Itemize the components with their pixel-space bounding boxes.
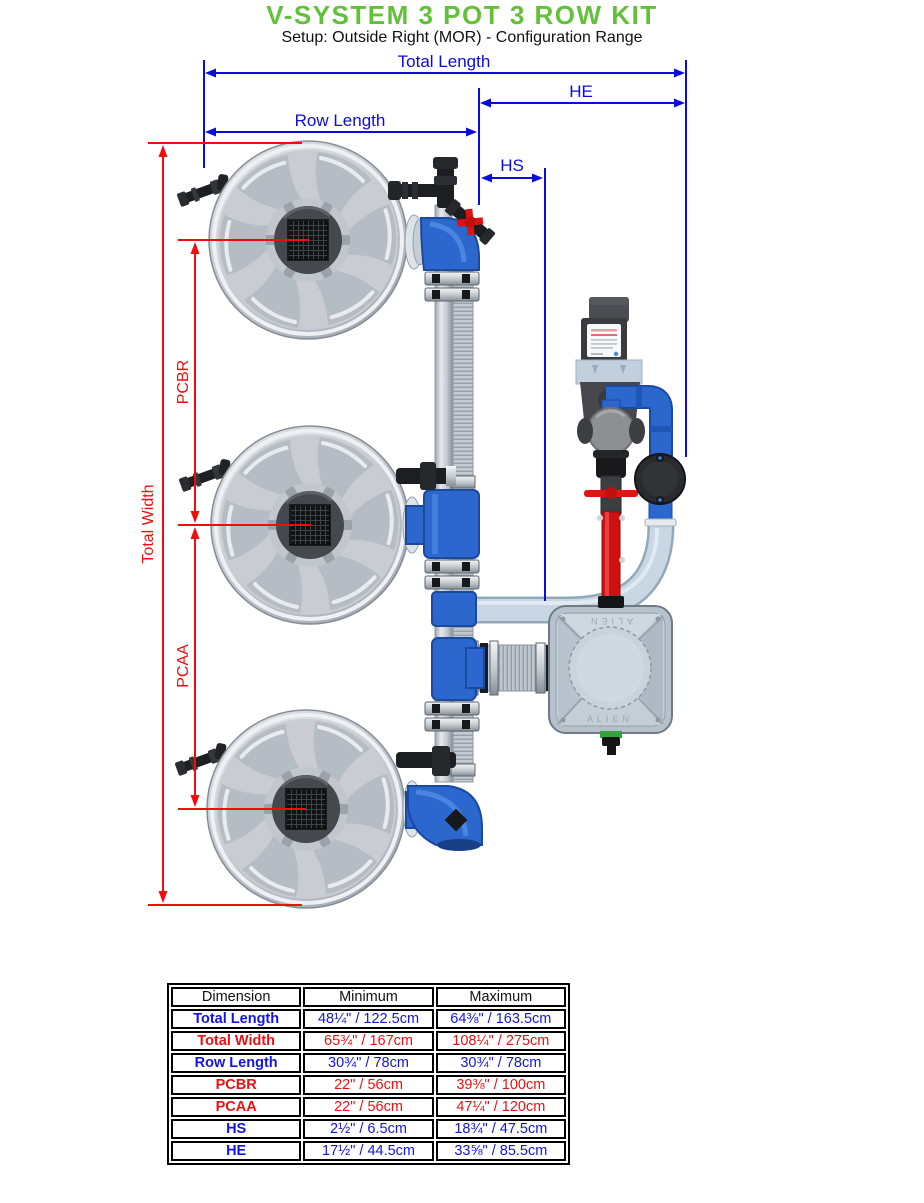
dimension-name-cell: PCAA: [171, 1097, 302, 1117]
max-value-cell: 18¾" / 47.5cm: [435, 1119, 566, 1139]
max-value-cell: 64⅜" / 163.5cm: [435, 1009, 566, 1029]
pump: [634, 453, 686, 527]
min-value-cell: 30¾" / 78cm: [303, 1053, 434, 1073]
hs-label: HS: [500, 156, 524, 175]
min-value-cell: 65¾" / 167cm: [303, 1031, 434, 1051]
dimension-name-cell: HE: [171, 1141, 302, 1161]
ball-valve: [587, 407, 635, 455]
dimension-name-cell: Total Width: [171, 1031, 302, 1051]
manifold-fittings: [402, 214, 485, 851]
row2-feed-fitting: [396, 462, 456, 490]
dimension-lines-red: Total Width PCBR PCAA: [140, 142, 311, 906]
page-title: V-SYSTEM 3 POT 3 ROW KIT: [266, 0, 658, 30]
page-subtitle: Setup: Outside Right (MOR) - Configurati…: [281, 29, 643, 46]
table-header-dimension: Dimension: [171, 987, 302, 1007]
min-value-cell: 2½" / 6.5cm: [303, 1119, 434, 1139]
dimension-name-cell: Row Length: [171, 1053, 302, 1073]
table-header-maximum: Maximum: [435, 987, 566, 1007]
min-value-cell: 48¼" / 122.5cm: [303, 1009, 434, 1029]
drain-pipe: [597, 511, 625, 608]
dimension-name-cell: PCBR: [171, 1075, 302, 1095]
tank-brand-bottom: ALIEN: [587, 714, 633, 724]
min-value-cell: 22" / 56cm: [303, 1097, 434, 1117]
pcaa-label: PCAA: [175, 644, 192, 688]
max-value-cell: 33⅝" / 85.5cm: [435, 1141, 566, 1161]
min-value-cell: 17½" / 44.5cm: [303, 1141, 434, 1161]
suction-hose: [466, 523, 675, 624]
tank-brand-top: ALIEN: [587, 616, 633, 626]
max-value-cell: 30¾" / 78cm: [435, 1053, 566, 1073]
max-value-cell: 47¼" / 120cm: [435, 1097, 566, 1117]
mini-valve: [444, 199, 496, 245]
min-value-cell: 22" / 56cm: [303, 1075, 434, 1095]
row-length-label: Row Length: [295, 111, 386, 130]
max-value-cell: 108¼" / 275cm: [435, 1031, 566, 1051]
drain-valve-assembly: [577, 399, 645, 608]
pump-loop-pipe: [606, 385, 673, 456]
tank-drain-fitting: [600, 731, 622, 755]
he-label: HE: [569, 82, 593, 101]
table-header-minimum: Minimum: [303, 987, 434, 1007]
dimension-name-cell: HS: [171, 1119, 302, 1139]
dimension-lines-blue: Total Length HE Row Length HS: [203, 52, 687, 601]
reservoir-tank: ALIEN ALIEN: [548, 605, 673, 755]
total-length-label: Total Length: [398, 52, 491, 71]
row3-feed-fitting: [396, 746, 456, 776]
dimension-name-cell: Total Length: [171, 1009, 302, 1029]
top-tee-fitting: [388, 157, 458, 208]
max-value-cell: 39⅜" / 100cm: [435, 1075, 566, 1095]
total-width-label: Total Width: [140, 484, 157, 563]
pcbr-label: PCBR: [175, 360, 192, 404]
